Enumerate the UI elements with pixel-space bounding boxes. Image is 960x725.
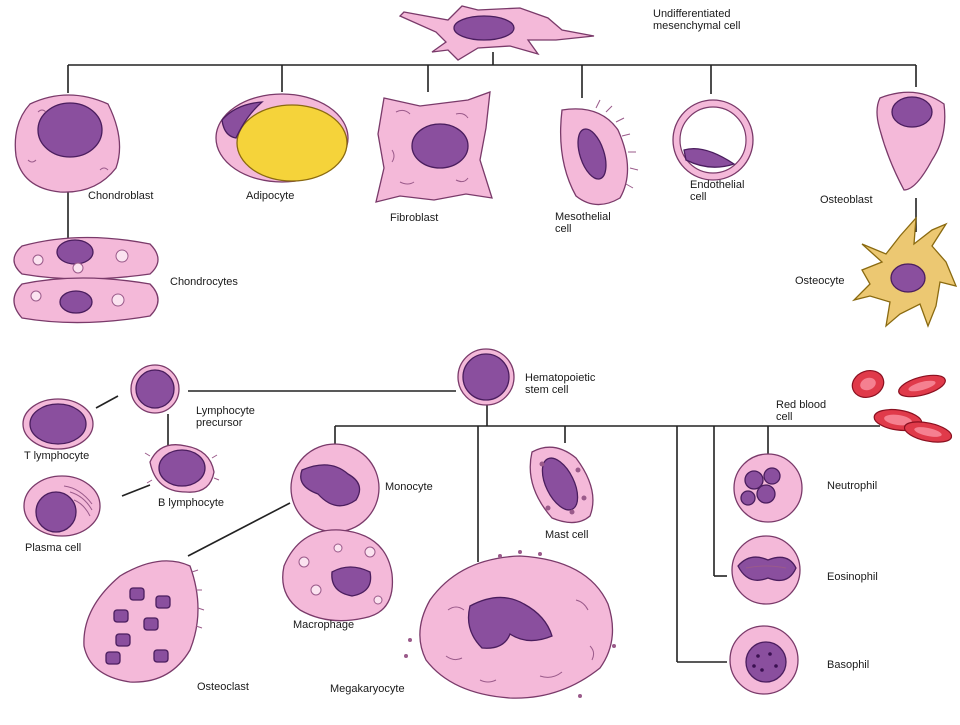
- megakaryocyte-cell: [404, 550, 616, 699]
- macrophage-cell: [282, 529, 394, 622]
- red-blood-cells: [851, 370, 953, 443]
- label-macrophage: Macrophage: [293, 619, 354, 631]
- label-red-blood-cell-1: Red blood: [776, 399, 826, 411]
- eosinophil-cell: [731, 535, 801, 605]
- mesothelial-cell: [559, 99, 639, 206]
- b-lymphocyte-cell: [144, 444, 220, 493]
- label-fibroblast: Fibroblast: [390, 212, 438, 224]
- label-mesothelial-1: Mesothelial: [555, 211, 611, 223]
- label-endothelial-2: cell: [690, 191, 707, 203]
- label-chondroblast: Chondroblast: [88, 190, 153, 202]
- basophil-cell: [729, 625, 799, 695]
- label-osteoclast: Osteoclast: [197, 681, 249, 693]
- endothelial-cell: [672, 99, 754, 181]
- label-lymph-precursor-1: Lymphocyte: [196, 405, 255, 417]
- label-mast-cell: Mast cell: [545, 529, 588, 541]
- label-eosinophil: Eosinophil: [827, 571, 878, 583]
- osteoblast-cell: [876, 91, 946, 191]
- t-lymphocyte-cell: [22, 398, 94, 450]
- label-basophil: Basophil: [827, 659, 869, 671]
- osteocyte-cell: [851, 216, 958, 328]
- hematopoietic-stem-cell: [457, 348, 515, 406]
- plasma-cell: [23, 475, 101, 537]
- hematopoietic-lineage-lines: [95, 390, 880, 663]
- label-t-lymphocyte: T lymphocyte: [24, 450, 89, 462]
- label-osteocyte: Osteocyte: [795, 275, 845, 287]
- label-osteoblast: Osteoblast: [820, 194, 873, 206]
- adipocyte-cell: [215, 93, 349, 183]
- label-chondrocytes: Chondrocytes: [170, 276, 238, 288]
- label-mesenchymal-2: mesenchymal cell: [653, 20, 740, 32]
- label-neutrophil: Neutrophil: [827, 480, 877, 492]
- label-lymph-precursor-2: precursor: [196, 417, 243, 429]
- label-monocyte: Monocyte: [385, 481, 433, 493]
- chondrocytes-cells: [13, 236, 159, 324]
- label-hematopoietic-1: Hematopoietic: [525, 372, 596, 384]
- label-megakaryocyte: Megakaryocyte: [330, 683, 405, 695]
- neutrophil-cell: [733, 453, 803, 523]
- label-adipocyte: Adipocyte: [246, 190, 294, 202]
- label-plasma-cell: Plasma cell: [25, 542, 81, 554]
- label-endothelial-1: Endothelial: [690, 179, 744, 191]
- mesenchymal-lineage-lines: [67, 52, 917, 238]
- label-red-blood-cell-2: cell: [776, 411, 793, 423]
- mesenchymal-cell: [398, 5, 595, 61]
- lymphocyte-precursor-cell: [130, 364, 180, 414]
- mast-cell: [529, 446, 594, 524]
- label-mesothelial-2: cell: [555, 223, 572, 235]
- monocyte-cell: [290, 443, 380, 533]
- label-hematopoietic-2: stem cell: [525, 384, 568, 396]
- fibroblast-cell: [375, 91, 493, 203]
- chondroblast-cell: [14, 94, 121, 193]
- osteoclast-cell: [83, 560, 205, 683]
- label-mesenchymal-1: Undifferentiated: [653, 8, 730, 20]
- label-b-lymphocyte: B lymphocyte: [158, 497, 224, 509]
